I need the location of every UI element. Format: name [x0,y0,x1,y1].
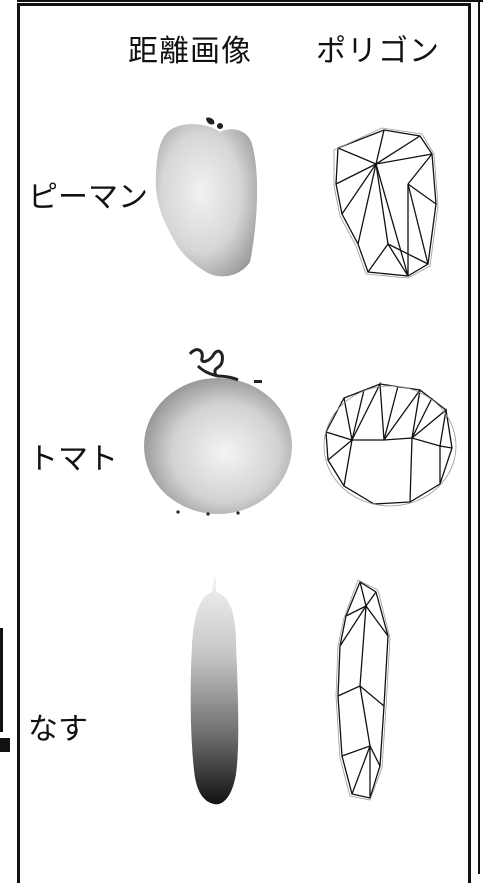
eggplant-polygon [330,576,398,806]
pepper-range-image [140,112,270,282]
row-label-pepper: ピーマン [28,172,148,216]
row-label-eggplant: なす [28,704,88,748]
side-marker [0,738,10,752]
eggplant-range-image [180,574,250,810]
column-header-polygon: ポリゴン [316,26,440,70]
pepper-polygon [328,124,440,280]
tomato-polygon [320,380,456,508]
column-header-range-image: 距離画像 [128,26,252,70]
frame-top-border [17,0,483,2]
frame-right-border [478,0,480,874]
tomato-range-image [138,336,298,516]
side-bracket [0,628,10,732]
row-label-tomato: トマト [28,434,118,478]
